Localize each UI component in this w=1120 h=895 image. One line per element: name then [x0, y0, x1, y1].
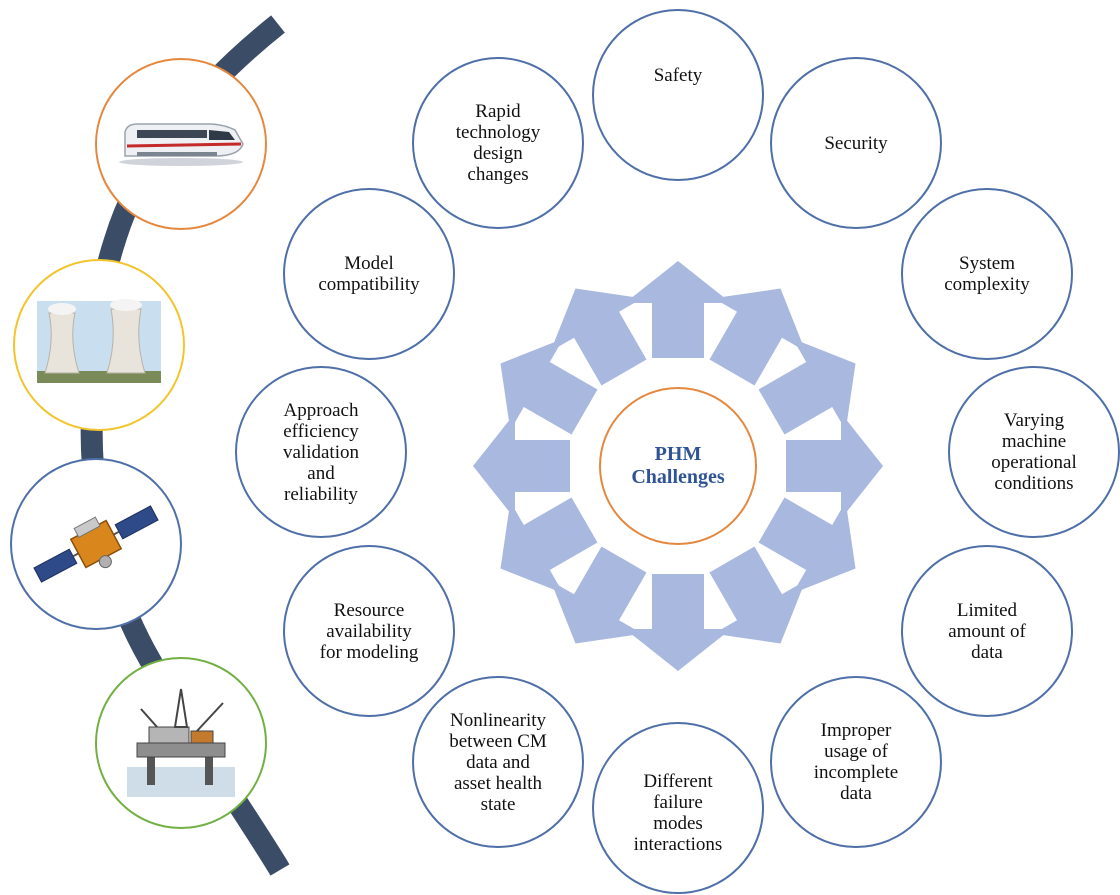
arrow-to-limited-data: [758, 497, 856, 594]
challenge-improper-usage: Improper usage of incomplete data: [770, 676, 942, 848]
challenge-limited-data: Limited amount of data: [901, 545, 1073, 717]
challenge-varying-conditions: Varying machine operational conditions: [948, 366, 1120, 538]
challenge-label: Model compatibility: [318, 253, 420, 295]
challenge-label: Security: [824, 132, 888, 154]
challenge-safety: Safety: [592, 9, 764, 181]
satellite-icon: [33, 505, 159, 583]
challenge-label: System complexity: [944, 253, 1030, 295]
challenge-label: Safety: [653, 64, 703, 86]
challenge-nonlinearity: Nonlinearity between CM data and asset h…: [412, 676, 584, 848]
cooling-towers-icon: [37, 299, 161, 383]
train-image-circle: [95, 58, 267, 230]
challenge-label: Approach efficiency validation and relia…: [283, 399, 359, 505]
arrow-ring: [473, 261, 883, 671]
satellite-image-circle: [10, 458, 182, 630]
offshore-platform-icon: [127, 688, 235, 797]
challenge-security: Security: [770, 57, 942, 229]
challenge-label: Resource availability for modeling: [319, 599, 419, 663]
arrow-to-safety: [625, 261, 731, 358]
challenge-model-compatibility: Model compatibility: [283, 188, 455, 360]
arrow-to-system-complexity: [758, 338, 856, 435]
challenge-system-complexity: System complexity: [901, 188, 1073, 360]
challenge-rapid-technology: Rapid technology design changes: [412, 57, 584, 229]
challenge-approach-efficiency: Approach efficiency validation and relia…: [235, 366, 407, 538]
challenge-failure-modes: Different failure modes interactions: [592, 722, 764, 894]
arrow-to-varying-conditions: [786, 413, 883, 519]
arrow-to-approach-efficiency: [473, 413, 570, 519]
challenge-label: Limited amount of data: [948, 599, 1026, 663]
arrow-to-model-compatibility: [500, 338, 598, 435]
arrow-to-resource-availability: [500, 497, 598, 594]
offshore-platform-image-circle: [95, 657, 267, 829]
center-circle: PHM Challenges: [599, 387, 757, 545]
arrow-to-security: [709, 288, 806, 386]
challenge-label: Varying machine operational conditions: [991, 410, 1077, 494]
arrow-to-rapid-technology: [550, 288, 647, 386]
center-label: PHM Challenges: [631, 443, 725, 488]
arrow-to-improper-usage: [709, 546, 806, 644]
challenge-label: Different failure modes interactions: [633, 771, 723, 855]
challenge-resource-availability: Resource availability for modeling: [283, 545, 455, 717]
train-icon: [119, 123, 244, 166]
challenge-label: Rapid technology design changes: [455, 101, 541, 185]
challenge-label: Improper usage of incomplete data: [813, 720, 899, 804]
arrow-to-nonlinearity: [550, 546, 647, 644]
cooling-towers-image-circle: [13, 259, 185, 431]
challenge-label: Nonlinearity between CM data and asset h…: [449, 709, 547, 815]
arrow-to-failure-modes: [625, 574, 731, 671]
